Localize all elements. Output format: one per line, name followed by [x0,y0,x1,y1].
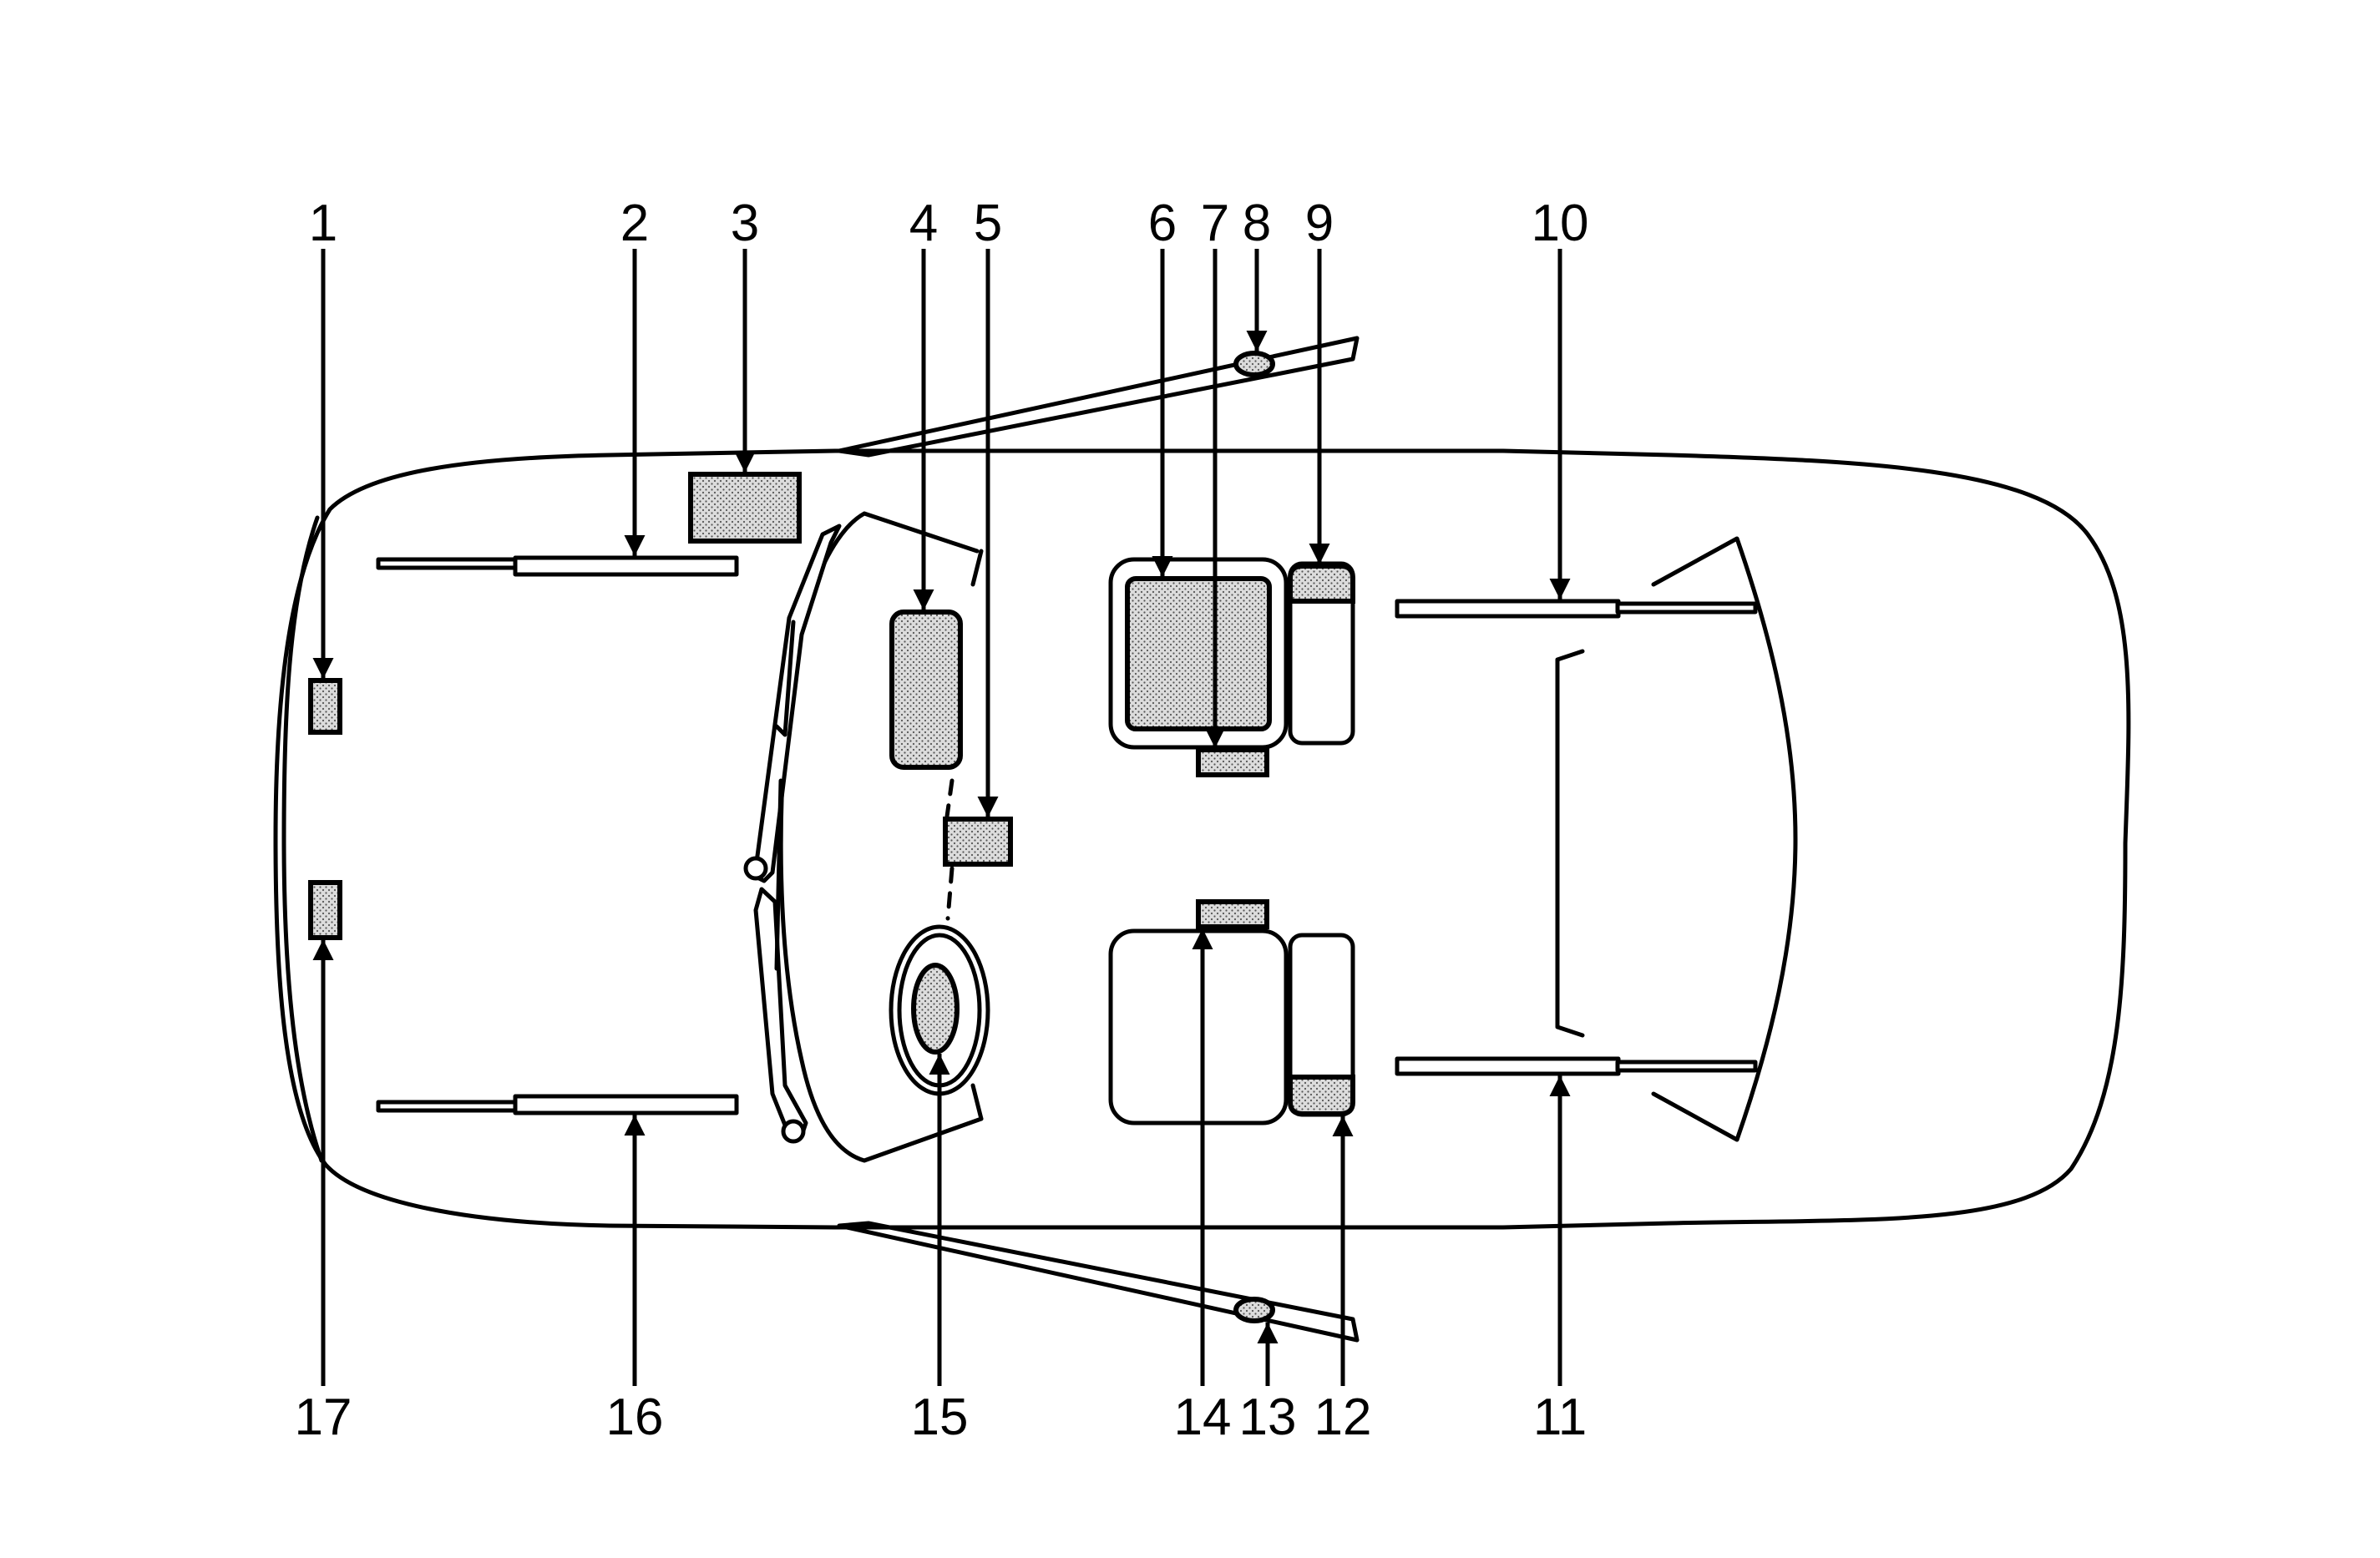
callout-labels: 1 2 3 4 5 6 7 8 9 10 11 12 13 14 15 16 1… [295,195,1589,1446]
callout-10: 10 [1532,195,1589,252]
callout-9: 9 [1305,195,1334,252]
callout-7: 7 [1201,195,1229,252]
component-15 [911,963,960,1055]
component-3 [688,472,802,544]
component-12 [1288,1075,1355,1116]
component-13 [1233,1297,1275,1323]
component-8 [1233,351,1275,377]
callout-11: 11 [1533,1389,1587,1446]
rear-window-outline [1651,536,1798,1142]
front-door-line-top [837,336,1360,458]
callout-1: 1 [309,195,337,252]
callout-13: 13 [1239,1389,1297,1446]
rear-seat-back-line [1555,649,1585,1038]
callout-2: 2 [620,195,649,252]
component-5 [943,817,1013,867]
callout-16: 16 [606,1389,664,1446]
front-frame-rail-left [376,555,739,577]
front-bumper-line [281,515,324,1163]
callout-12: 12 [1314,1389,1372,1446]
component-9 [1288,564,1355,604]
component-6 [1125,576,1272,731]
component-7 [1196,747,1269,777]
rear-frame-rail-left [1395,599,1758,619]
front-frame-rail-right [376,1094,739,1115]
leader-lines [312,249,1571,1386]
callout-4: 4 [909,195,938,252]
callout-17: 17 [295,1389,352,1446]
wiper-left [743,524,842,883]
components [308,351,1355,1323]
component-14 [1196,899,1269,929]
callout-15: 15 [911,1389,969,1446]
callout-3: 3 [731,195,759,252]
callout-6: 6 [1148,195,1177,252]
component-1 [308,678,342,735]
body-outline [273,448,2131,1230]
rear-frame-rail-right [1395,1056,1758,1076]
component-17 [308,880,342,940]
callout-14: 14 [1174,1389,1232,1446]
callout-5: 5 [974,195,1002,252]
callout-8: 8 [1243,195,1271,252]
wiper-right [753,778,808,1144]
front-door-line-bottom [837,1221,1360,1343]
component-4 [889,610,963,770]
